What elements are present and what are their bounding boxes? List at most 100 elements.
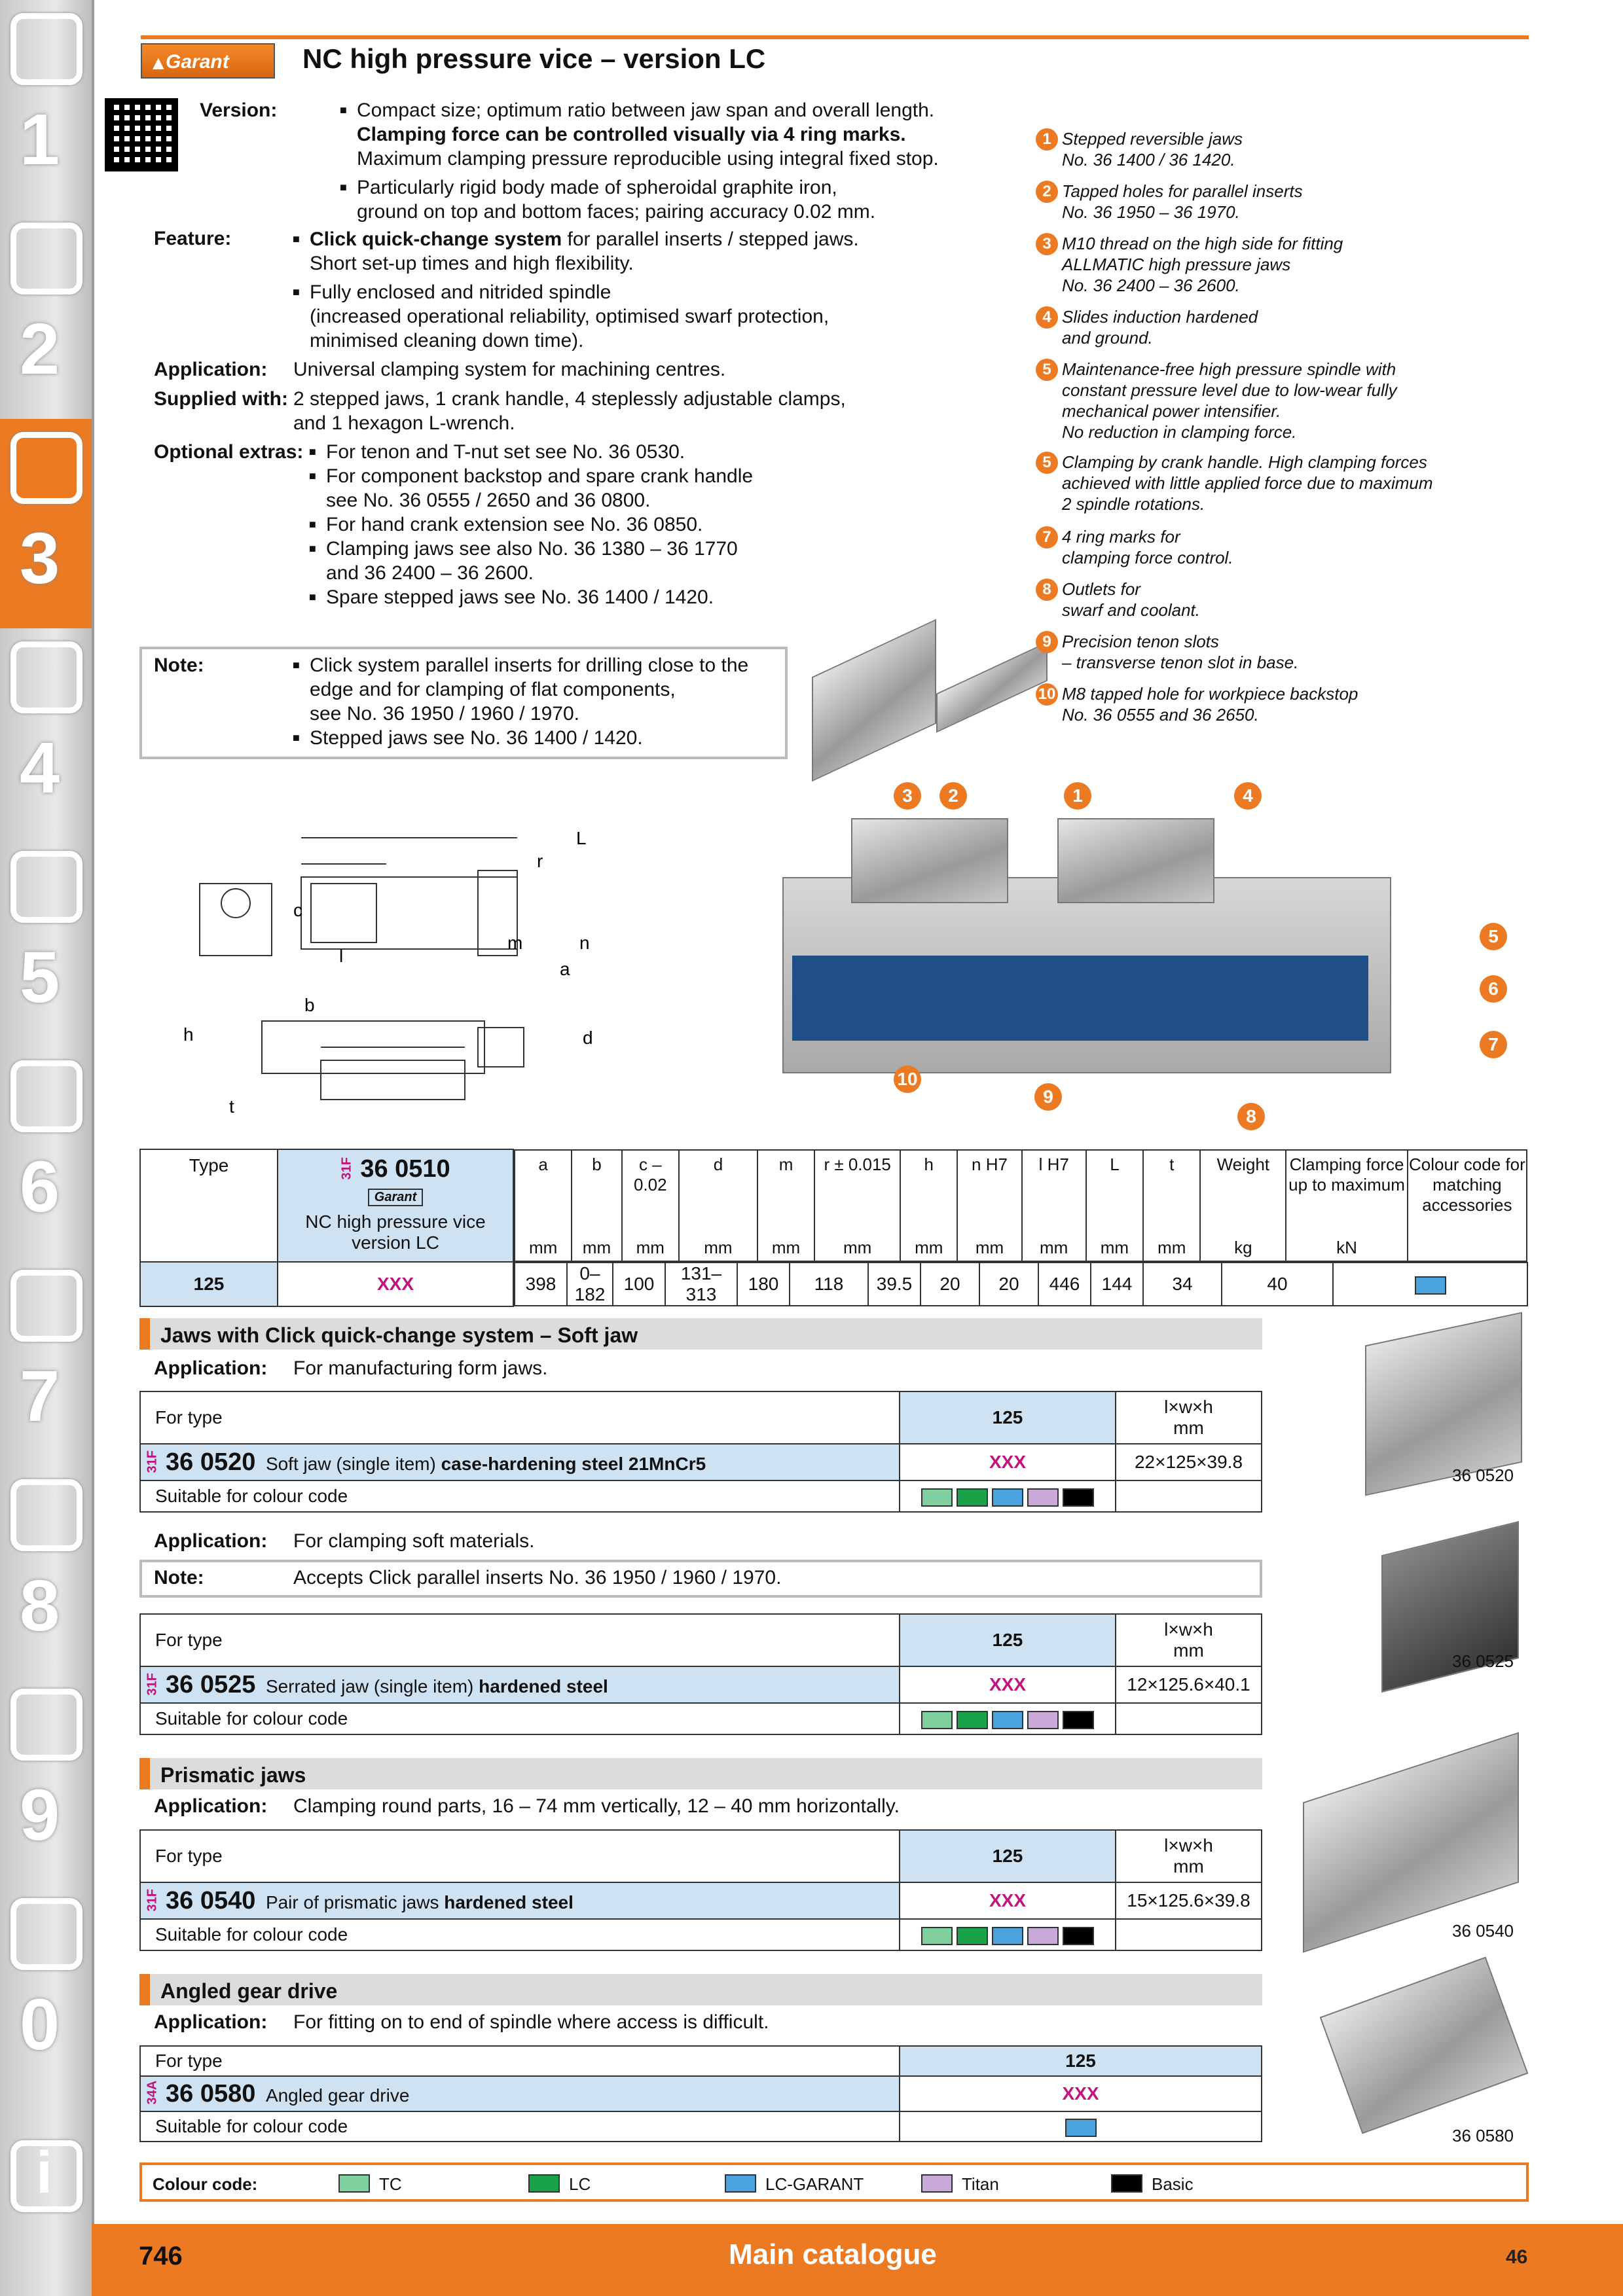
legend-number-badge: 9 <box>1036 631 1058 653</box>
section-number: 46 <box>1506 2246 1528 2268</box>
safety-icon <box>10 1898 82 1970</box>
spec-value: 398 <box>514 1262 568 1306</box>
version-bullet-2: Particularly rigid body made of spheroid… <box>340 175 875 224</box>
spec-value: 40 <box>1221 1262 1334 1306</box>
colour-swatch <box>921 1926 953 1945</box>
spec-value: 100 <box>612 1262 666 1306</box>
colour-code-swatch <box>338 2174 370 2193</box>
dim-a: a <box>560 959 570 979</box>
sidebar-tab-0[interactable]: 0 <box>0 1885 92 2094</box>
legend-number-badge: 1 <box>1036 128 1058 151</box>
colour-code-swatch <box>725 2174 756 2193</box>
toolcase-icon <box>10 1479 82 1551</box>
qr-code[interactable] <box>105 98 178 171</box>
sidebar-tab-1[interactable]: 1 <box>0 0 92 209</box>
sidebar-tab-8[interactable]: 8 <box>0 1466 92 1676</box>
sidebar-tab-9[interactable]: 9 <box>0 1676 92 1885</box>
sidebar-tab-3[interactable]: 3 <box>0 419 92 628</box>
sidebar-tab-info[interactable]: i <box>0 2094 92 2225</box>
gear-section-title: Angled gear drive <box>139 1974 1262 2005</box>
cabinet-icon <box>10 1689 82 1761</box>
type-header: Type <box>139 1149 278 1263</box>
sidebar-tab-4[interactable]: 4 <box>0 628 92 838</box>
optional-3: For hand crank extension see No. 36 0850… <box>309 512 702 537</box>
callout-marker: 2 <box>939 782 967 810</box>
spec-value: 446 <box>1038 1262 1091 1306</box>
vice-jaw-left <box>851 818 1008 903</box>
serrated-jaw-price[interactable]: XXX <box>899 1666 1116 1704</box>
spec-value: 118 <box>789 1262 869 1306</box>
soft-jaw-image-label: 36 0520 <box>1452 1465 1514 1485</box>
vice-jaw-right <box>1057 818 1214 903</box>
prismatic-jaw-price[interactable]: XXX <box>899 1882 1116 1920</box>
colour-swatch <box>1027 1488 1059 1507</box>
accessory-colour-swatch <box>1332 1262 1528 1306</box>
sidebar-tab-6[interactable]: 6 <box>0 1047 92 1257</box>
dim-b: b <box>304 995 315 1015</box>
angled-gear-image <box>1319 1956 1529 2134</box>
colour-code-name: TC <box>379 2174 402 2194</box>
gear-colour-swatch <box>899 2111 1262 2142</box>
drill-icon <box>10 13 82 85</box>
caliper-icon <box>10 641 82 713</box>
legend-number-badge: 2 <box>1036 181 1058 203</box>
supplied-text: 2 stepped jaws, 1 crank handle, 4 steple… <box>293 388 846 434</box>
version-label: Version: <box>200 99 278 121</box>
legend-number-badge: 7 <box>1036 526 1058 548</box>
colour-swatch <box>921 1488 953 1507</box>
colour-swatch <box>957 1710 988 1729</box>
colour-code-name: Basic <box>1152 2174 1194 2194</box>
page-title: NC high pressure vice – version LC <box>302 43 766 74</box>
saw-icon <box>10 851 82 923</box>
callout-marker: 7 <box>1480 1031 1507 1058</box>
dim-c: c <box>293 900 302 920</box>
type-cell: 125 <box>139 1261 278 1307</box>
soft-jaw-price[interactable]: XXX <box>899 1443 1116 1481</box>
prism-app-text: Clamping round parts, 16 – 74 mm vertica… <box>293 1795 900 1817</box>
optional-5: Spare stepped jaws see No. 36 1400 / 142… <box>309 585 714 609</box>
colour-code-label: Colour code: <box>153 2174 258 2194</box>
soft-app-label: Application: <box>154 1357 268 1379</box>
colour-swatch <box>992 1710 1023 1729</box>
dim-r: r <box>537 851 543 871</box>
sidebar-tab-7[interactable]: 7 <box>0 1257 92 1466</box>
version-bullet-1: Compact size; optimum ratio between jaw … <box>340 98 939 171</box>
sidebar-tab-5[interactable]: 5 <box>0 838 92 1047</box>
serrated-colour-swatches <box>899 1702 1116 1735</box>
prismatic-section-title: Prismatic jaws <box>139 1758 1262 1789</box>
note-bullet-1: Click system parallel inserts for drilli… <box>293 653 748 726</box>
sidebar-tab-2[interactable]: 2 <box>0 209 92 419</box>
spec-value: 39.5 <box>867 1262 921 1306</box>
callout-marker: 1 <box>1064 782 1091 810</box>
callout-marker: 3 <box>894 782 921 810</box>
spec-value: 180 <box>737 1262 790 1306</box>
brand-logo: ▲Garant <box>141 43 275 79</box>
price-cell[interactable]: XXX <box>277 1261 514 1307</box>
dim-t: t <box>229 1096 234 1117</box>
gear-price[interactable]: XXX <box>899 2075 1262 2112</box>
prism-app-label: Application: <box>154 1795 268 1817</box>
sidebar-edge <box>92 0 94 2296</box>
callout-marker: 8 <box>1237 1103 1265 1130</box>
spec-value: 131–313 <box>665 1262 738 1306</box>
colour-swatch <box>957 1926 988 1945</box>
dim-l: l <box>339 946 343 966</box>
soft-colour-swatches <box>899 1480 1116 1513</box>
